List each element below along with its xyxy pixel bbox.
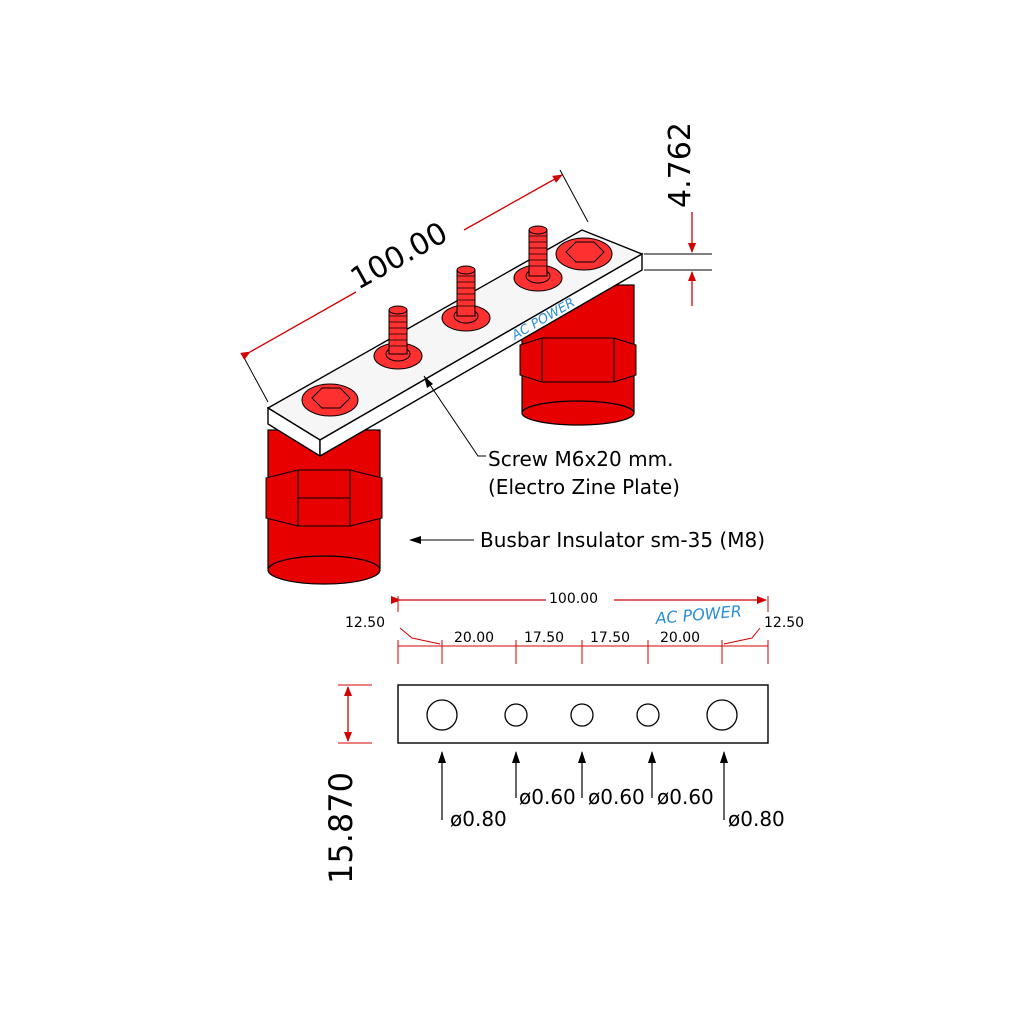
insulator-callout-label: Busbar Insulator sm-35 (M8) (480, 528, 765, 552)
spacing-1-label: 20.00 (454, 630, 494, 646)
isometric-view: AC POWER 100.00 4.762 Screw M6x20 mm. (E… (240, 122, 765, 585)
hole-4-label: ø0.60 (657, 785, 714, 809)
hole-1-label: ø0.80 (450, 807, 507, 831)
hole-4 (636, 703, 660, 727)
plan-holes (426, 699, 738, 731)
hole-5-label: ø0.80 (728, 807, 785, 831)
hole-3 (570, 703, 594, 727)
spacing-2-label: 17.50 (524, 630, 564, 646)
hex-nut-left (301, 383, 359, 417)
hole-callouts: ø0.80 ø0.60 ø0.60 ø0.60 ø0.80 (438, 751, 785, 831)
plan-overall-label: 100.00 (549, 591, 598, 607)
hole-5 (706, 699, 738, 731)
bolts (373, 225, 563, 370)
insulator-callout: Busbar Insulator sm-35 (M8) (409, 528, 765, 552)
screw-callout-line1: Screw M6x20 mm. (488, 447, 673, 471)
brand-label-plan: AC POWER (654, 602, 743, 629)
iso-length-label: 100.00 (345, 215, 454, 297)
hex-nut-right (555, 237, 613, 271)
screw-callout: Screw M6x20 mm. (Electro Zine Plate) (423, 375, 680, 499)
iso-thickness-label: 4.762 (663, 122, 698, 208)
hole-2-label: ø0.60 (519, 785, 576, 809)
plan-view: 100.00 AC POWER 12.50 12.50 20.00 17.50 … (322, 591, 804, 884)
spacing-4-label: 20.00 (660, 630, 700, 646)
plan-spacing-dimensions: 12.50 12.50 20.00 17.50 17.50 20.00 (345, 615, 804, 664)
plan-height-label: 15.870 (322, 772, 360, 884)
hole-3-label: ø0.60 (588, 785, 645, 809)
plan-overall-dimension: 100.00 (391, 591, 769, 612)
iso-thickness-dimension: 4.762 (644, 122, 712, 306)
spacing-3-label: 17.50 (590, 630, 630, 646)
edge-right-label: 12.50 (764, 615, 804, 631)
plan-height-dimension: 15.870 (322, 684, 372, 884)
bolt-1 (373, 305, 423, 370)
hole-2 (504, 703, 528, 727)
bolt-2 (441, 265, 491, 332)
bolt-3 (513, 225, 563, 292)
edge-left-label: 12.50 (345, 615, 385, 631)
screw-callout-line2: (Electro Zine Plate) (488, 475, 680, 499)
hole-1 (426, 699, 458, 731)
